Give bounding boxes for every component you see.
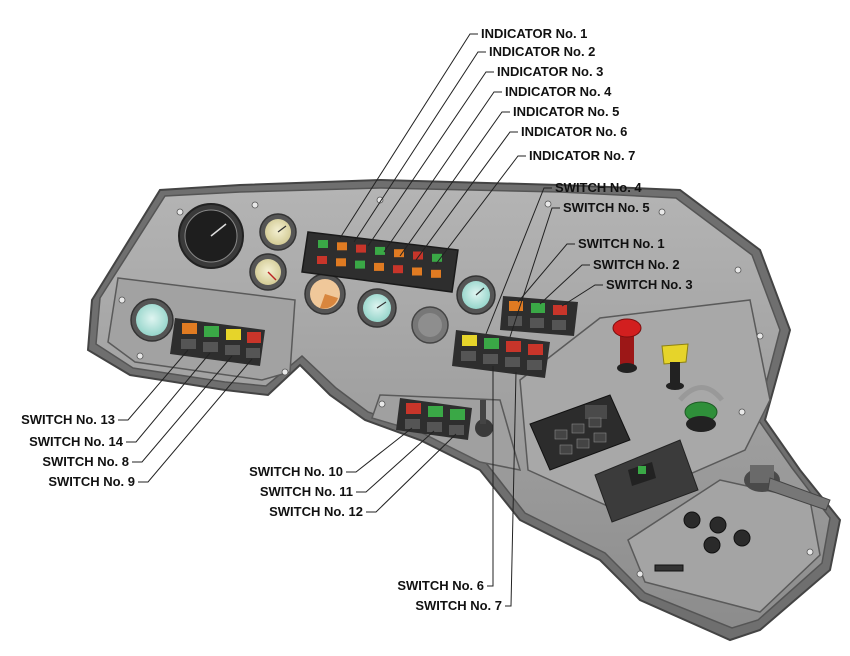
indicator-light [393, 265, 403, 274]
label-switch-11: SWITCH No. 11 [260, 484, 353, 499]
indicator-cluster [301, 231, 459, 293]
label-switch-5: SWITCH No. 5 [563, 200, 650, 215]
label-switch-9: SWITCH No. 9 [48, 474, 135, 489]
green-guarded-button [678, 385, 724, 432]
label-switch-1: SWITCH No. 1 [578, 236, 665, 251]
label-indicator-4: INDICATOR No. 4 [505, 84, 612, 99]
label-switch-7: SWITCH No. 7 [415, 598, 502, 613]
blank-cap [411, 306, 449, 344]
switch-group-center-right [452, 330, 550, 378]
label-indicator-5: INDICATOR No. 5 [513, 104, 619, 119]
switch-group-top-right [500, 296, 578, 336]
label-switch-8: SWITCH No. 8 [42, 454, 129, 469]
switch-group-center [396, 398, 493, 440]
switch-group-left [170, 318, 265, 366]
gauge-3 [304, 273, 346, 315]
joystick-assembly [744, 465, 831, 511]
indicator-light [356, 244, 366, 253]
label-switch-3: SWITCH No. 3 [606, 277, 693, 292]
indicator-light [413, 251, 423, 260]
indicator-light [431, 269, 441, 278]
indicator-light [337, 242, 347, 251]
label-indicator-3: INDICATOR No. 3 [497, 64, 603, 79]
label-switch-2: SWITCH No. 2 [593, 257, 680, 272]
panel-screws [118, 196, 814, 578]
indicator-light [336, 258, 346, 267]
indicator-light [394, 249, 404, 258]
rotary-knobs [654, 511, 751, 572]
gauge-5 [456, 275, 496, 315]
label-indicator-2: INDICATOR No. 2 [489, 44, 595, 59]
rocker-switch-panel [594, 439, 699, 523]
label-switch-14: SWITCH No. 14 [29, 434, 124, 449]
indicator-light [355, 260, 365, 269]
gauge-2 [249, 253, 287, 291]
gauge-left-subpanel [130, 298, 174, 342]
label-switch-13: SWITCH No. 13 [21, 412, 115, 427]
indicator-light [318, 240, 328, 248]
indicator-light [432, 253, 442, 262]
label-indicator-6: INDICATOR No. 6 [521, 124, 627, 139]
leader-lines [118, 33, 603, 607]
lower-right-subpanel [627, 479, 821, 613]
callout-labels: INDICATOR No. 1 INDICATOR No. 2 INDICATO… [21, 26, 693, 613]
indicator-light [412, 267, 422, 276]
label-switch-10: SWITCH No. 10 [249, 464, 343, 479]
tachometer-gauge [178, 203, 244, 269]
indicator-light [375, 246, 385, 255]
indicator-light [317, 256, 327, 264]
label-indicator-1: INDICATOR No. 1 [481, 26, 587, 41]
label-switch-12: SWITCH No. 12 [269, 504, 363, 519]
indicator-light [374, 262, 384, 271]
gauge-4 [357, 288, 397, 328]
label-switch-4: SWITCH No. 4 [555, 180, 642, 195]
gauge-1 [259, 213, 297, 251]
label-switch-6: SWITCH No. 6 [397, 578, 484, 593]
yellow-key-switch [661, 343, 689, 390]
label-indicator-7: INDICATOR No. 7 [529, 148, 635, 163]
emergency-stop [612, 318, 642, 373]
keypad [529, 394, 631, 471]
